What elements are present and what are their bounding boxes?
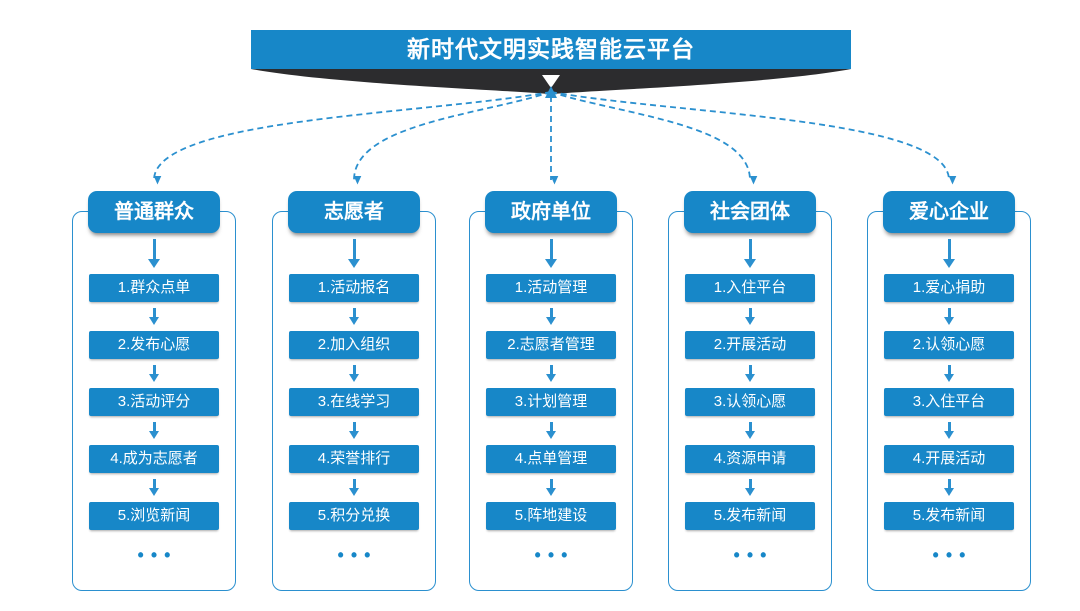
flow-step: 1.爱心捐助 [884,274,1014,302]
flow-step: 4.成为志愿者 [89,445,219,473]
ellipsis-icon: ••• [733,545,774,565]
connector-arrow-2 [353,91,552,180]
flow-step: 5.发布新闻 [884,502,1014,530]
ellipsis-icon: ••• [932,545,973,565]
down-arrow-icon [352,479,356,488]
down-arrow-icon [947,308,951,317]
down-arrow-icon [748,308,752,317]
flow-step: 5.阵地建设 [486,502,616,530]
down-arrow-icon [152,479,156,488]
down-arrow-icon [748,239,752,259]
column-header: 政府单位 [485,191,617,233]
flow-step: 4.开展活动 [884,445,1014,473]
flow-step: 5.发布新闻 [685,502,815,530]
column-header: 爱心企业 [883,191,1015,233]
ellipsis-icon: ••• [137,545,178,565]
flow-step: 2.加入组织 [289,331,419,359]
column-header: 社会团体 [684,191,816,233]
down-arrow-icon [549,239,553,259]
column-header: 志愿者 [288,191,420,233]
flow-step: 3.认领心愿 [685,388,815,416]
column-general-public: 普通群众 1.群众点单 2.发布心愿 3.活动评分 4.成为志愿者 5.浏览新闻… [72,191,236,591]
flow-step: 1.活动报名 [289,274,419,302]
column-caring-enterprises: 爱心企业 1.爱心捐助 2.认领心愿 3.入住平台 4.开展活动 5.发布新闻 … [867,191,1031,591]
down-arrow-icon [748,365,752,374]
down-arrow-icon [152,239,156,259]
connector-arrow-4 [550,91,750,180]
ellipsis-icon: ••• [534,545,575,565]
flow-step: 3.入住平台 [884,388,1014,416]
down-arrow-icon [549,422,553,431]
flow-step: 2.志愿者管理 [486,331,616,359]
flow-step: 2.发布心愿 [89,331,219,359]
ellipsis-icon: ••• [337,545,378,565]
flow-step: 4.点单管理 [486,445,616,473]
flow-step: 3.在线学习 [289,388,419,416]
flow-step: 4.荣誉排行 [289,445,419,473]
down-arrow-icon [947,239,951,259]
flow-step: 1.群众点单 [89,274,219,302]
flow-step: 3.活动评分 [89,388,219,416]
down-arrow-icon [748,422,752,431]
down-arrow-icon [947,422,951,431]
down-arrow-icon [352,422,356,431]
flow-step: 1.入住平台 [685,274,815,302]
down-arrow-icon [947,479,951,488]
column-header: 普通群众 [88,191,220,233]
column-volunteers: 志愿者 1.活动报名 2.加入组织 3.在线学习 4.荣誉排行 5.积分兑换 •… [272,191,436,591]
down-arrow-icon [152,422,156,431]
down-arrow-icon [352,308,356,317]
flow-step: 5.浏览新闻 [89,502,219,530]
down-arrow-icon [549,479,553,488]
connector-arrow-5 [550,91,949,180]
column-social-groups: 社会团体 1.入住平台 2.开展活动 3.认领心愿 4.资源申请 5.发布新闻 … [668,191,832,591]
page-title: 新时代文明实践智能云平台 [251,30,851,69]
down-arrow-icon [152,308,156,317]
flow-step: 2.开展活动 [685,331,815,359]
flow-step: 3.计划管理 [486,388,616,416]
ribbon-fold-icon [251,69,851,96]
down-arrow-icon [152,365,156,374]
column-government: 政府单位 1.活动管理 2.志愿者管理 3.计划管理 4.点单管理 5.阵地建设… [469,191,633,591]
connector-arrow-1 [153,91,552,180]
flow-step: 4.资源申请 [685,445,815,473]
flow-step: 5.积分兑换 [289,502,419,530]
down-arrow-icon [748,479,752,488]
flow-step: 2.认领心愿 [884,331,1014,359]
down-arrow-icon [352,239,356,259]
down-arrow-icon [947,365,951,374]
down-arrow-icon [352,365,356,374]
down-arrow-icon [549,365,553,374]
down-arrow-icon [549,308,553,317]
flow-step: 1.活动管理 [486,274,616,302]
down-chevron-icon [542,75,560,88]
